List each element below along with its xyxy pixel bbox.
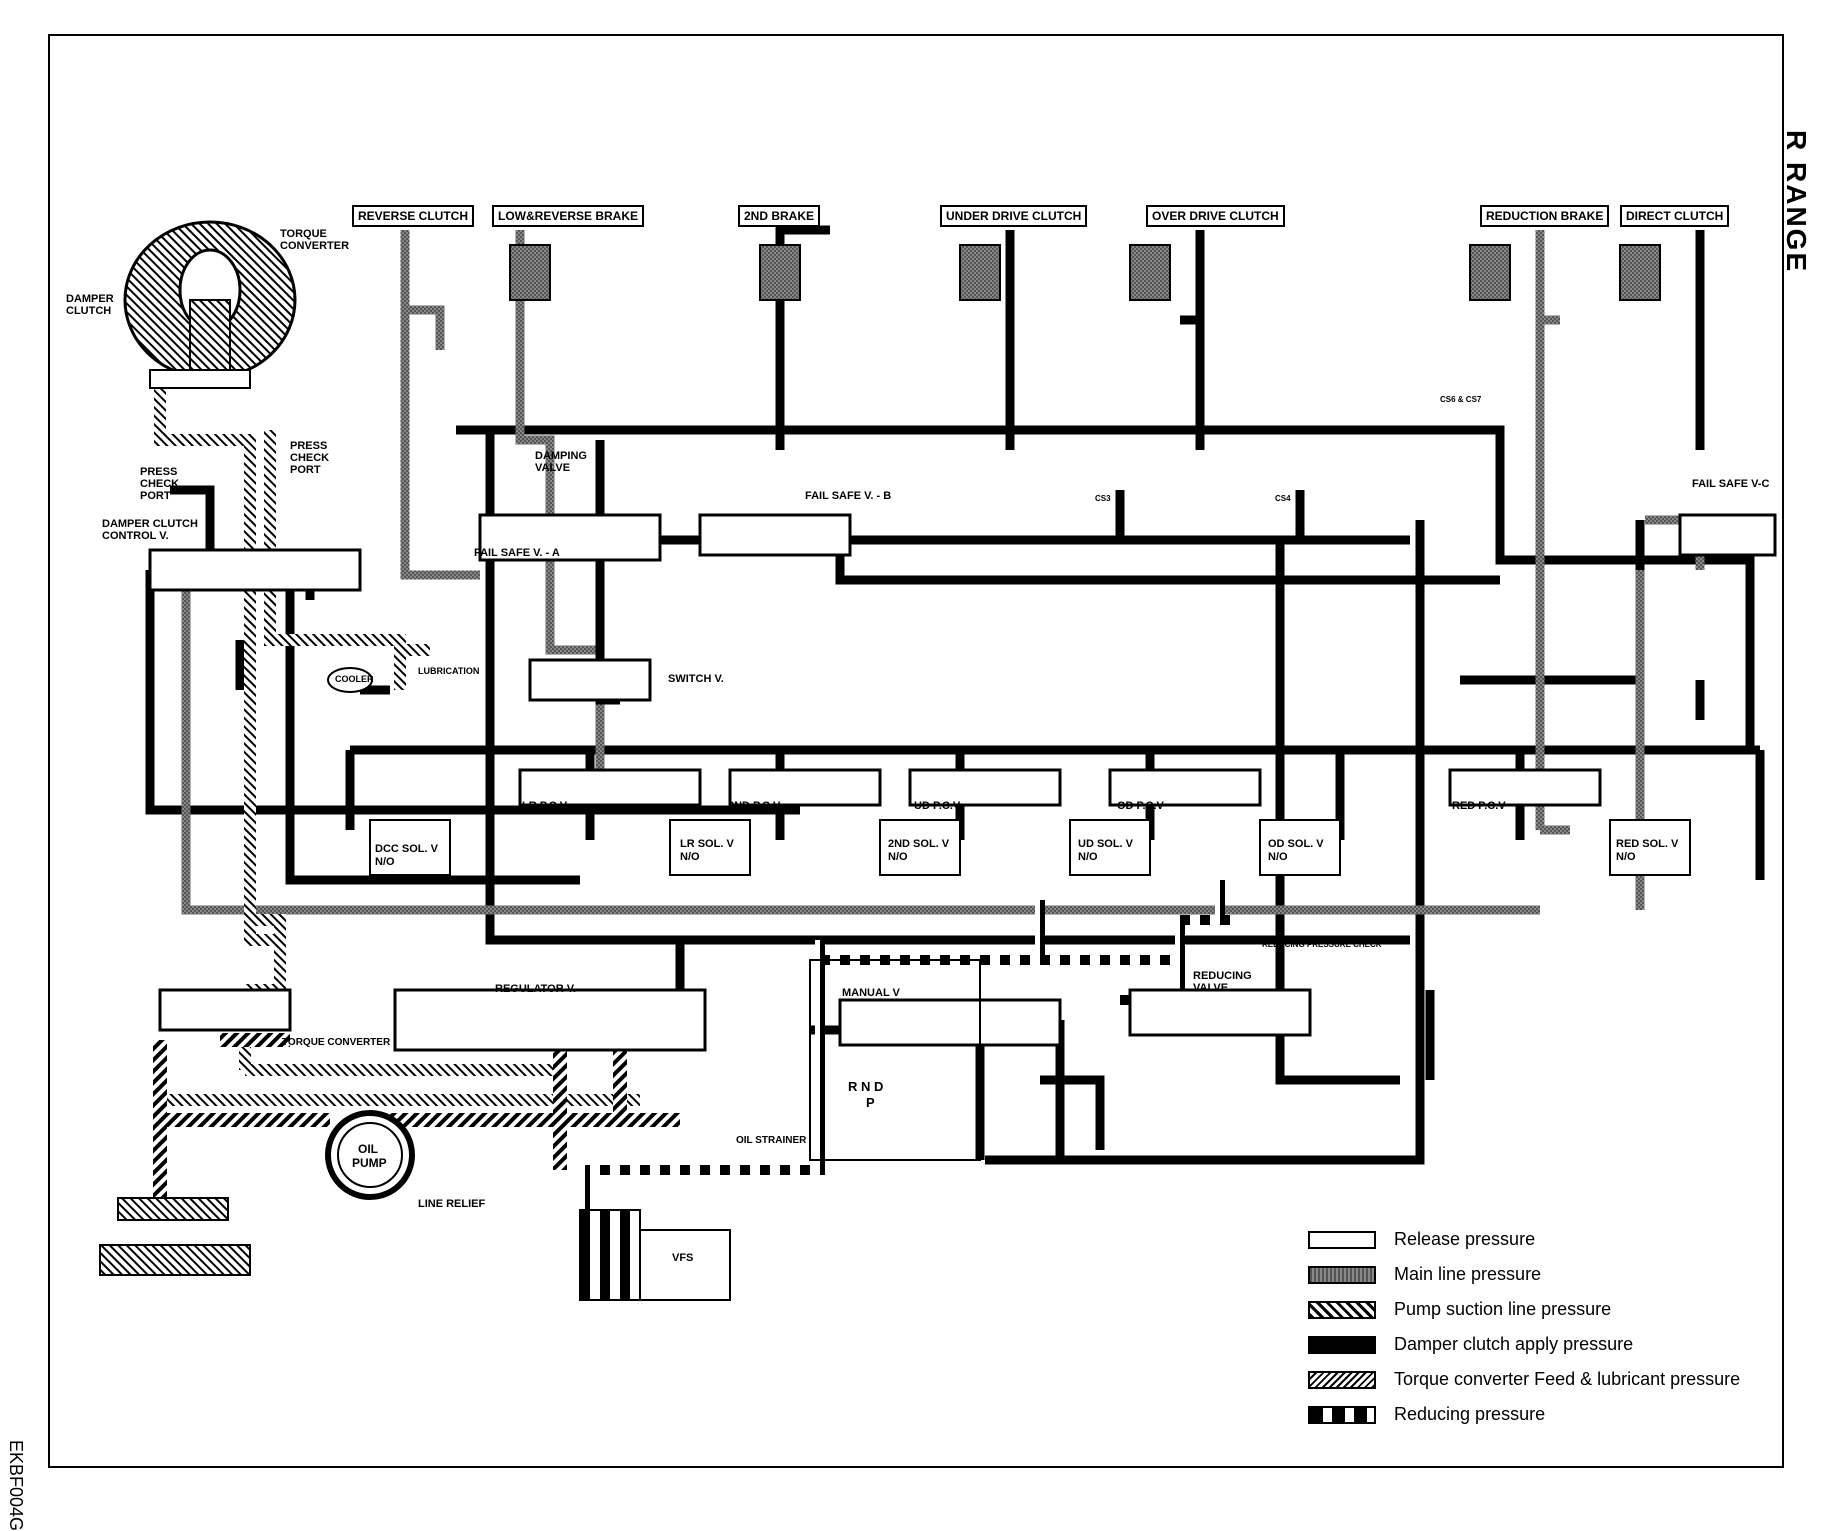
damper-clutch-label: DAMPER CLUTCH	[66, 293, 114, 317]
ud-sol-label: UD SOL. V	[1078, 838, 1134, 850]
figure-code: EKBF004G	[6, 1440, 26, 1531]
p-label: P	[866, 1095, 875, 1110]
pump-suction-passages	[153, 1033, 680, 1210]
lr-sol-label: LR SOL. V	[680, 838, 734, 850]
oil-pump-label-2: PUMP	[352, 1156, 387, 1170]
torque-converter-label: TORQUE CONVERTER	[280, 228, 350, 252]
legend-swatch	[1308, 1405, 1376, 1424]
component-header: DIRECT CLUTCH	[1620, 205, 1730, 227]
valve-bodies	[148, 513, 1777, 1052]
red-sol-no: N/O	[1616, 851, 1636, 863]
legend-item: Reducing pressure	[1308, 1397, 1740, 1432]
accumulators	[509, 244, 1661, 301]
vfs-unit	[579, 1209, 731, 1301]
dcc-sol-no: N/O	[375, 856, 395, 868]
legend-item: Torque converter Feed & lubricant pressu…	[1308, 1362, 1740, 1397]
fail-safe-a-label: FAIL SAFE V. - A	[474, 547, 560, 559]
torque-converter	[123, 220, 297, 389]
component-header: LOW&REVERSE BRAKE	[492, 205, 645, 227]
ud-sol-no: N/O	[1078, 851, 1098, 863]
legend-swatch	[1308, 1230, 1376, 1249]
damper-clutch-control-label: DAMPER CLUTCH CONTROL V.	[102, 518, 198, 542]
damping-valve-label: DAMPING VALVE	[535, 450, 587, 474]
component-header: REDUCTION BRAKE	[1480, 205, 1610, 227]
diagram-frame	[48, 34, 1784, 1468]
component-header: REVERSE CLUTCH	[352, 205, 475, 227]
component-header: 2ND BRAKE	[738, 205, 821, 227]
component-header: OVER DRIVE CLUTCH	[1146, 205, 1285, 227]
dcc-sol-label: DCC SOL. V	[375, 843, 438, 855]
legend-item: Main line pressure	[1308, 1257, 1740, 1292]
ud-pcv-label: UD P.C.V	[914, 800, 961, 812]
oil-filter-pan	[99, 1197, 251, 1276]
legend-label: Pump suction line pressure	[1394, 1299, 1612, 1319]
manual-label: MANUAL V	[842, 987, 900, 999]
press-check-port-label: PRESS CHECK PORT	[290, 440, 330, 476]
od-pcv-label: OD P.C.V	[1117, 800, 1164, 812]
oil-strainer-label: OIL STRAINER	[736, 1135, 807, 1146]
legend-item: Pump suction line pressure	[1308, 1292, 1740, 1327]
legend-label: Release pressure	[1394, 1229, 1536, 1249]
cs6-cs7-label: CS6 & CS7	[1440, 395, 1482, 404]
lr-pcv-label: LR P.C.V	[522, 800, 568, 812]
reducing-passages	[585, 860, 1230, 1260]
red-pcv-label: RED P.C.V	[1452, 800, 1506, 812]
cs4-label: CS4	[1275, 494, 1291, 503]
reducing-valve-label: REDUCING VALVE	[1193, 970, 1252, 994]
legend-swatch	[1308, 1335, 1376, 1354]
manual-valve-box	[809, 959, 981, 1161]
oil-pump-label-1: OIL	[358, 1142, 378, 1156]
component-header: UNDER DRIVE CLUTCH	[940, 205, 1088, 227]
legend-label: Reducing pressure	[1394, 1404, 1546, 1424]
solenoids	[369, 819, 1691, 876]
cs3-label: CS3	[1095, 494, 1111, 503]
release-passages	[145, 225, 1765, 1165]
cooler-label: COOLER	[335, 674, 374, 684]
legend-item: Release pressure	[1308, 1222, 1740, 1257]
torque-converter-label: TORQUE CONVERTER	[282, 1037, 391, 1048]
page-title: R RANGE	[1781, 130, 1812, 274]
vfs-label: VFS	[672, 1252, 694, 1264]
fail-safe-c-label: FAIL SAFE V-C	[1692, 478, 1770, 490]
legend-label: Torque converter Feed & lubricant pressu…	[1394, 1369, 1741, 1389]
press-check-port-label: PRESS CHECK PORT	[140, 466, 180, 502]
line-relief-label: LINE RELIEF	[418, 1198, 486, 1210]
regulator-label: REGULATOR V.	[495, 983, 577, 995]
oil-pump	[325, 1110, 415, 1200]
damper-clutch-passages	[235, 440, 1500, 705]
second-pcv-label: 2ND P.C.V	[728, 800, 781, 812]
switch-valve-label: SWITCH V.	[668, 673, 724, 685]
second-sol-label: 2ND SOL. V	[888, 838, 950, 850]
legend-swatch	[1308, 1370, 1376, 1389]
legend-label: Damper clutch apply pressure	[1394, 1334, 1634, 1354]
legend-label: Main line pressure	[1394, 1264, 1542, 1284]
cooler	[327, 667, 373, 693]
od-sol-label: OD SOL. V	[1268, 838, 1324, 850]
legend-swatch	[1308, 1265, 1376, 1284]
fail-safe-b-label: FAIL SAFE V. - B	[805, 490, 892, 502]
lubrication-label: LUBRICATION	[418, 666, 480, 676]
red-sol-label: RED SOL. V	[1616, 838, 1679, 850]
reducing-check-label: REDUCING PRESSURE CHECK	[1262, 940, 1382, 949]
second-sol-no: N/O	[888, 851, 908, 863]
rnd-label: R N D	[848, 1079, 884, 1094]
legend-swatch	[1308, 1300, 1376, 1319]
legend-item: Damper clutch apply pressure	[1308, 1327, 1740, 1362]
lr-sol-no: N/O	[680, 851, 700, 863]
od-sol-no: N/O	[1268, 851, 1288, 863]
